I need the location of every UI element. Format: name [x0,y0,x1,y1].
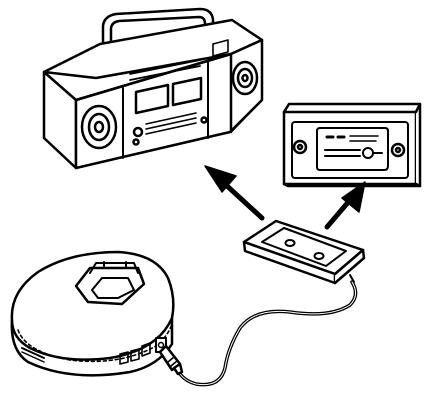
arrow-to-car-stereo [327,182,365,227]
audio-cable-icon [178,282,356,385]
cassette-adapter-icon [244,221,364,283]
portable-cd-player-icon [12,252,174,375]
boombox-icon [44,9,262,168]
audio-plug-icon [160,346,182,374]
arrow-to-boombox [205,166,262,218]
car-stereo-icon [284,104,420,186]
